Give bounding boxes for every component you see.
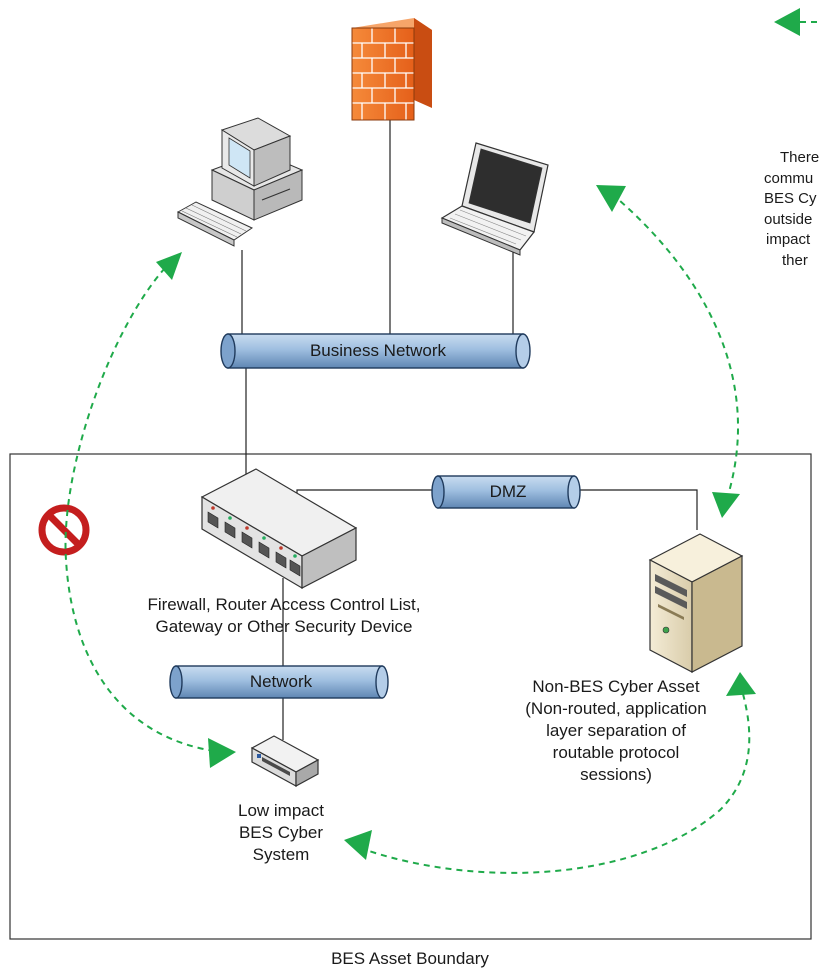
dmz-label: DMZ bbox=[489, 482, 527, 501]
laptop-icon bbox=[440, 142, 549, 256]
business-network-label: Business Network bbox=[309, 341, 447, 360]
side-note-line6: ther bbox=[782, 251, 808, 269]
network-pipe bbox=[169, 665, 389, 699]
low-impact-device-icon bbox=[250, 735, 320, 788]
side-note-line5: impact bbox=[766, 231, 811, 249]
non-bes-label-line1: Non-BES Cyber Asset bbox=[532, 677, 700, 696]
link-dmz-server bbox=[580, 489, 698, 530]
arrowhead-server-top bbox=[712, 492, 740, 518]
firewall-icon bbox=[351, 18, 432, 121]
arrowhead-right-lowimpact bbox=[208, 738, 236, 768]
bes-asset-boundary-label: BES Asset Boundary bbox=[331, 949, 489, 968]
low-impact-label-line1: Low impact bbox=[238, 801, 324, 820]
security-device-label: Firewall, Router Access Control List, Ga… bbox=[104, 594, 464, 638]
blocked-communication-arrow bbox=[64, 267, 223, 753]
bes-asset-boundary-box bbox=[9, 453, 812, 940]
side-note-line1: There bbox=[780, 149, 820, 166]
arrowhead-lowimpact bbox=[344, 830, 372, 860]
desktop-computer-icon bbox=[176, 117, 304, 247]
side-note-text: There commu BES Cy outside impact ther bbox=[764, 148, 821, 272]
security-device-icon bbox=[200, 468, 358, 590]
non-bes-cyber-asset-label: Non-BES Cyber Asset (Non-routed, applica… bbox=[498, 676, 734, 786]
legend-arrowhead bbox=[774, 8, 800, 36]
side-note-line2: commu bbox=[764, 169, 814, 187]
non-bes-label-line3: layer separation of bbox=[546, 721, 686, 740]
arrowhead-up-desktop bbox=[156, 252, 182, 280]
dmz-pipe bbox=[431, 475, 581, 509]
arrowhead-laptop bbox=[596, 185, 626, 212]
network-label: Network bbox=[249, 672, 313, 691]
prohibited-icon bbox=[38, 504, 90, 556]
low-impact-label-line3: System bbox=[252, 845, 310, 864]
non-bes-label-line5: sessions) bbox=[580, 765, 652, 784]
laptop-server-arrow bbox=[611, 193, 740, 506]
side-note-line3: BES Cy bbox=[764, 190, 817, 208]
side-note-line4: outside bbox=[764, 210, 813, 228]
arrowhead-server-bottom bbox=[726, 672, 756, 696]
server-icon bbox=[648, 533, 744, 673]
non-bes-label-line2: (Non-routed, application bbox=[525, 699, 707, 718]
low-impact-label: Low impact BES Cyber System bbox=[206, 800, 356, 866]
security-device-label-line2: Gateway or Other Security Device bbox=[155, 617, 413, 636]
low-impact-label-line2: BES Cyber bbox=[238, 823, 324, 842]
business-network-pipe bbox=[220, 333, 531, 369]
security-device-label-line1: Firewall, Router Access Control List, bbox=[147, 595, 421, 614]
non-bes-label-line4: routable protocol bbox=[552, 743, 680, 762]
